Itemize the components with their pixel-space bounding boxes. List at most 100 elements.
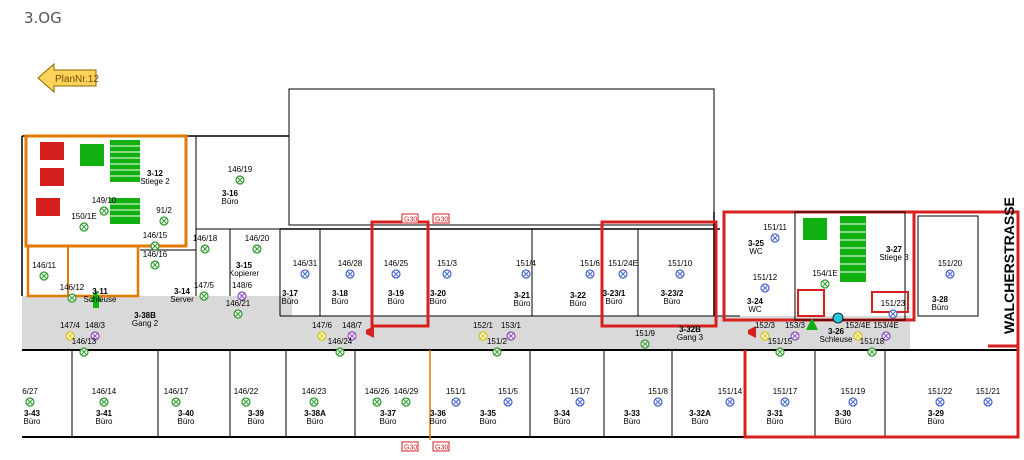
network-socket[interactable]: 6/27 [22, 387, 38, 407]
socket-cross [890, 311, 896, 317]
network-socket[interactable]: 146/13 [72, 337, 97, 357]
network-socket[interactable]: 146/16 [143, 250, 168, 270]
network-socket[interactable]: 151/1 [446, 387, 467, 407]
highlight-room-3-23[interactable] [600, 220, 718, 328]
network-socket[interactable]: 151/18 [860, 337, 885, 357]
network-socket[interactable]: 148/7 [342, 321, 363, 341]
network-socket[interactable]: 151/8 [648, 387, 669, 407]
network-socket[interactable]: 150/1E [71, 212, 97, 232]
network-socket[interactable]: 148/3 [85, 321, 106, 341]
network-socket[interactable]: 151/12 [753, 273, 778, 293]
network-socket[interactable]: 146/17 [164, 387, 189, 407]
network-socket[interactable]: 151/7 [570, 387, 591, 407]
network-socket[interactable]: 154/1E [812, 269, 838, 289]
network-socket[interactable]: 146/20 [245, 234, 270, 254]
network-socket[interactable]: 146/19 [228, 165, 253, 185]
network-socket[interactable]: 146/11 [32, 261, 56, 281]
network-socket[interactable]: 91/2 [156, 206, 172, 226]
network-socket[interactable]: 146/22 [234, 387, 259, 407]
network-socket[interactable]: 151/15 [768, 337, 793, 357]
network-socket[interactable]: 146/28 [338, 259, 363, 279]
network-socket[interactable]: 146/15 [143, 231, 168, 251]
network-socket[interactable]: 146/29 [394, 387, 419, 407]
socket-cross [822, 281, 828, 287]
network-socket[interactable]: 153/3 [785, 321, 806, 341]
plan-reference-arrow[interactable]: PlanNr.12 [37, 62, 99, 94]
network-socket[interactable]: 151/17 [773, 387, 798, 407]
network-socket[interactable]: 146/24 [328, 337, 353, 357]
network-socket[interactable]: 151/6 [580, 259, 601, 279]
network-socket[interactable]: 151/11 [763, 223, 787, 243]
network-socket[interactable]: 153/4E [873, 321, 899, 341]
network-socket[interactable]: 146/21 [226, 299, 251, 319]
network-socket[interactable]: 146/23 [302, 387, 327, 407]
network-socket[interactable]: 151/10 [668, 259, 693, 279]
network-socket[interactable]: 146/26 [365, 387, 390, 407]
network-socket[interactable]: 146/25 [384, 259, 409, 279]
network-socket[interactable]: 147/6 [312, 321, 333, 341]
network-socket[interactable]: 151/24E [608, 259, 638, 279]
network-socket[interactable]: 151/4 [516, 259, 537, 279]
socket-cross [762, 333, 768, 339]
network-socket[interactable]: 147/5 [194, 281, 215, 301]
network-socket[interactable]: 146/18 [193, 234, 218, 254]
network-socket[interactable]: 148/6 [232, 281, 253, 301]
network-socket[interactable]: 147/4 [60, 321, 81, 341]
network-socket[interactable]: 152/3 [755, 321, 776, 341]
network-socket[interactable]: 151/21 [976, 387, 1001, 407]
network-socket[interactable]: 151/20 [938, 259, 963, 279]
network-socket[interactable]: 153/1 [501, 321, 522, 341]
network-socket[interactable]: 152/4E [845, 321, 871, 341]
highlight-room-3-19[interactable] [370, 220, 430, 328]
network-socket[interactable]: 151/5 [498, 387, 519, 407]
network-socket[interactable]: 151/19 [841, 387, 866, 407]
network-socket[interactable]: 151/2 [487, 337, 508, 357]
room-number: 3-31 [767, 409, 784, 418]
network-socket[interactable]: 151/14 [718, 387, 743, 407]
room-number: 3-43 [24, 409, 41, 418]
network-socket[interactable]: 146/14 [92, 387, 117, 407]
network-socket[interactable]: 149/10 [92, 196, 117, 216]
network-socket[interactable]: 151/22 [928, 387, 953, 407]
network-socket[interactable]: 151/23 [881, 299, 906, 319]
network-socket[interactable]: 152/1 [473, 321, 494, 341]
network-socket[interactable]: 151/3 [437, 259, 458, 279]
network-socket[interactable]: 151/9 [635, 329, 656, 349]
network-socket[interactable]: 146/12 [60, 283, 85, 303]
network-socket[interactable]: 146/31 [293, 259, 318, 279]
